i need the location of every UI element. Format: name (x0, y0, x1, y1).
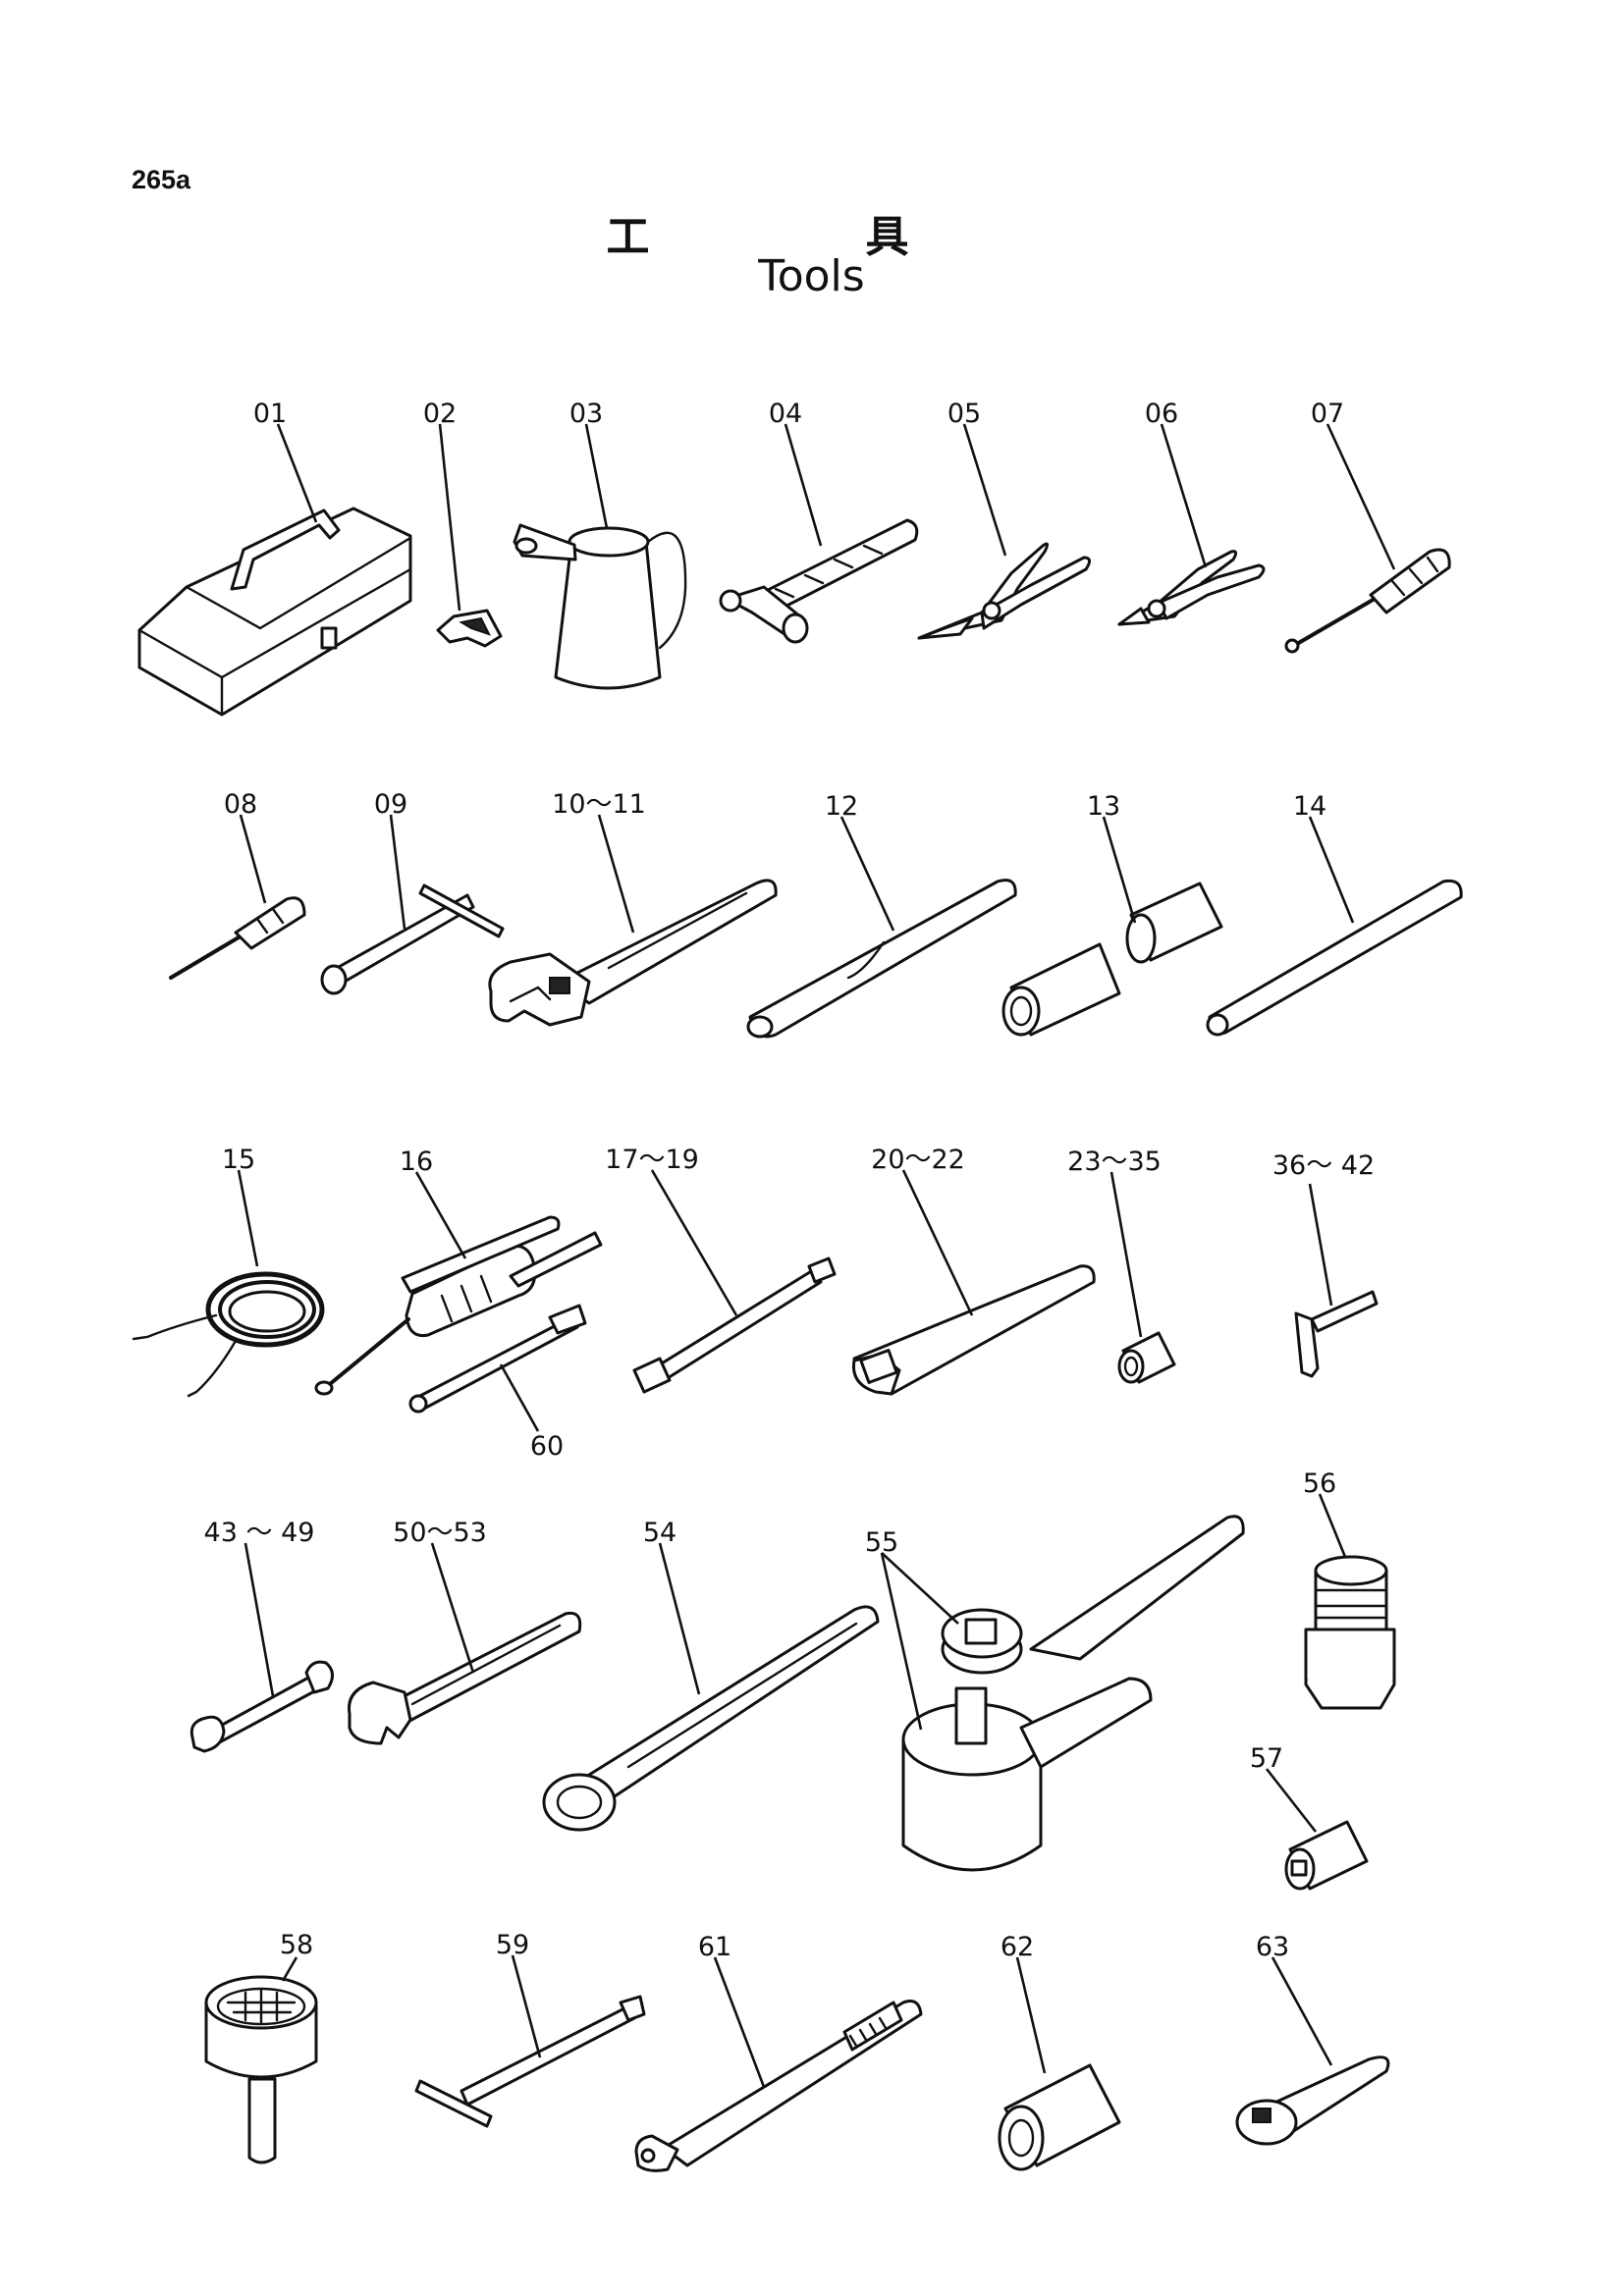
part-02 (436, 609, 503, 648)
label-20: 20〜22 (871, 1145, 965, 1175)
pipe-handle-12 (746, 879, 1017, 1039)
label-36: 36〜 42 (1272, 1150, 1375, 1181)
label-23: 23〜35 (1067, 1147, 1162, 1177)
pliers-06 (1117, 550, 1266, 626)
leader-20 (901, 1169, 974, 1316)
label-05: 05 (947, 399, 981, 429)
label-08: 08 (224, 789, 257, 820)
leader-16 (414, 1171, 467, 1259)
label-43: 43 〜 49 (204, 1518, 315, 1548)
socket-62 (998, 2063, 1121, 2171)
grease-gun-16 (314, 1215, 603, 1396)
cord-15 (132, 1271, 325, 1398)
leader-17 (650, 1169, 738, 1316)
label-61: 61 (698, 1932, 731, 1962)
label-60: 60 (530, 1431, 564, 1462)
label-58: 58 (280, 1930, 313, 1960)
label-07: 07 (1311, 399, 1344, 429)
t-wrench-09 (320, 883, 505, 995)
leader-23 (1109, 1171, 1143, 1338)
leader-15 (237, 1169, 259, 1267)
label-16: 16 (400, 1147, 433, 1177)
label-02: 02 (423, 399, 457, 429)
label-01: 01 (253, 399, 287, 429)
leader-12 (839, 816, 895, 932)
label-63: 63 (1256, 1932, 1289, 1962)
label-62: 62 (1001, 1932, 1034, 1962)
label-59: 59 (496, 1930, 529, 1960)
spanner-43 (189, 1660, 334, 1753)
socket-13 (1001, 881, 1223, 1037)
strainer-58 (204, 1975, 318, 2164)
leader-04 (784, 423, 823, 547)
leader-06 (1160, 423, 1208, 568)
leader-03 (584, 423, 609, 529)
screwdriver-07 (1284, 548, 1451, 654)
socket-23 (1117, 1331, 1176, 1384)
leader-60 (499, 1363, 540, 1432)
title-japanese: 工具 (606, 212, 1125, 262)
label-09: 09 (374, 789, 407, 820)
torque-wrench-61 (634, 2000, 923, 2172)
leader-55a (881, 1552, 959, 1625)
leader-09 (389, 814, 406, 930)
leader-14 (1308, 816, 1355, 924)
label-57: 57 (1250, 1743, 1283, 1774)
page-number: 265a (132, 165, 191, 194)
label-55: 55 (865, 1527, 898, 1558)
leader-43 (243, 1542, 275, 1697)
socket-57 (1284, 1820, 1369, 1891)
leader-57 (1265, 1768, 1318, 1833)
leader-10 (597, 814, 635, 934)
label-54: 54 (643, 1518, 676, 1548)
leader-56 (1318, 1493, 1347, 1558)
hex-key-36 (1294, 1290, 1379, 1378)
label-15: 15 (222, 1145, 255, 1175)
leader-13 (1102, 816, 1137, 924)
leader-58 (281, 1956, 298, 1982)
adapter-56 (1304, 1555, 1396, 1710)
leader-55b (880, 1552, 923, 1731)
label-12: 12 (825, 791, 858, 822)
label-06: 06 (1145, 399, 1178, 429)
spanner-63 (1235, 2056, 1390, 2146)
box-wrench-54 (542, 1605, 880, 1832)
t-bar-59 (414, 1995, 646, 2128)
spanner-50 (348, 1611, 582, 1745)
pliers-05 (917, 542, 1091, 640)
leader-62 (1015, 1956, 1047, 2074)
leader-54 (658, 1542, 701, 1695)
leader-01 (276, 423, 318, 523)
bar-14 (1206, 879, 1463, 1037)
label-03: 03 (569, 399, 603, 429)
toolbox-01 (137, 507, 412, 717)
leader-05 (962, 423, 1007, 557)
hammer-04 (719, 518, 919, 644)
leader-08 (239, 814, 267, 904)
label-50: 50〜53 (393, 1518, 487, 1548)
torque-multiplier-55 (901, 1515, 1245, 1872)
ratchet-handle-20 (851, 1264, 1096, 1396)
screwdriver-08 (169, 896, 306, 980)
oil-can-03 (513, 523, 687, 690)
label-13: 13 (1087, 791, 1120, 822)
leader-36 (1308, 1183, 1333, 1307)
leader-02 (438, 423, 461, 612)
leader-61 (713, 1956, 766, 2088)
label-17: 17〜19 (605, 1145, 699, 1175)
extension-bar-17 (632, 1256, 837, 1394)
adjustable-wrench-10 (488, 879, 778, 1027)
leader-59 (511, 1954, 542, 2058)
label-14: 14 (1293, 791, 1326, 822)
leader-63 (1271, 1956, 1333, 2066)
title-english: Tools (758, 251, 865, 301)
leader-50 (430, 1542, 475, 1674)
label-56: 56 (1303, 1468, 1336, 1499)
leader-07 (1325, 423, 1396, 570)
extension-60 (408, 1304, 587, 1414)
label-04: 04 (769, 399, 802, 429)
label-10: 10〜11 (552, 789, 646, 820)
